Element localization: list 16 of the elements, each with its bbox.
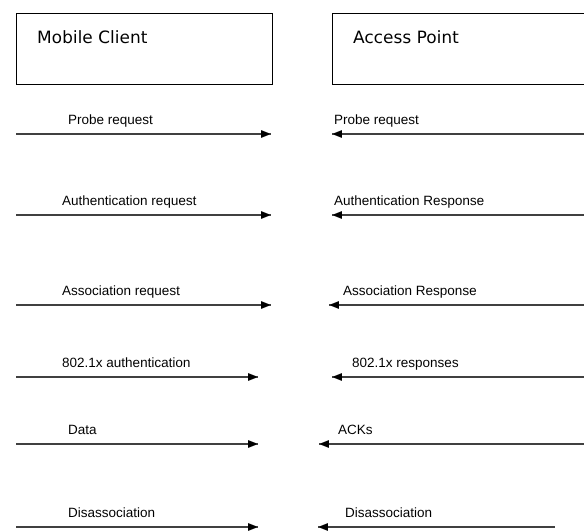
message-label: Data <box>68 422 97 437</box>
message-label: ACKs <box>338 422 373 437</box>
message-label: Authentication request <box>62 193 196 208</box>
message-label: Disassociation <box>68 505 156 520</box>
message-label: Association Response <box>343 283 477 298</box>
message-label: Authentication Response <box>334 193 484 208</box>
message-label: Disassociation <box>345 505 432 520</box>
participant-box <box>16 13 273 85</box>
participant-name: Access Point <box>353 28 459 48</box>
message-label: Probe request <box>68 112 153 127</box>
message-label: 802.1x responses <box>352 355 459 370</box>
participant-name: Mobile Client <box>37 28 148 48</box>
message-label: 802.1x authentication <box>62 355 190 370</box>
message-label: Probe request <box>334 112 419 127</box>
message-label: Association request <box>62 283 180 298</box>
participant-box <box>332 13 584 85</box>
